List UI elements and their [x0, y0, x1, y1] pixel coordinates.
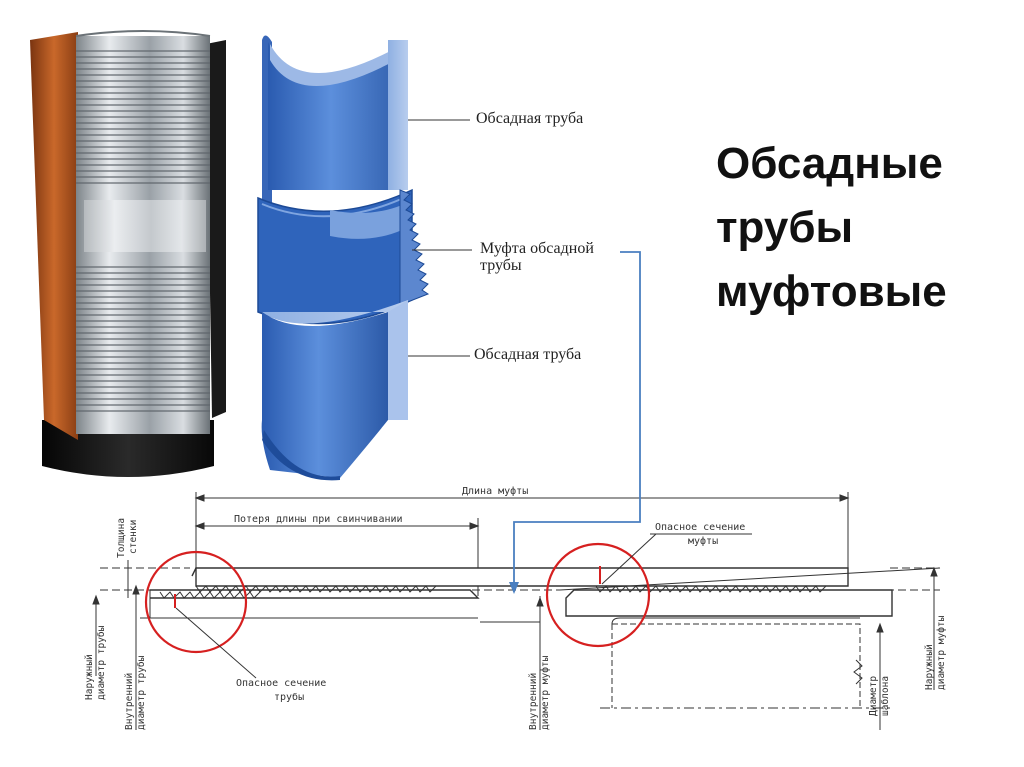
blue-pointer-arrow [509, 251, 641, 594]
label-critical-coupling-2: муфты [688, 535, 718, 547]
slide-title: Обсадные трубы муфтовые [716, 132, 1006, 324]
critical-section-markers [144, 533, 752, 679]
label-drift-1: Диаметр [868, 676, 879, 716]
label-coupling-id-1: Внутренний [528, 673, 539, 730]
callout-casing-bottom: Обсадная труба [474, 346, 582, 363]
label-drift-2: шаблона [880, 676, 891, 716]
callout-leaders [408, 119, 472, 357]
label-critical-pipe-1: Опасное сечение [236, 678, 326, 689]
label-coupling-length: Длина муфты [462, 485, 528, 497]
technical-drawing [92, 492, 941, 730]
label-pipe-od-1: Наружный [84, 654, 95, 700]
label-pipe-id-1: Внутренний [124, 673, 135, 730]
label-wall-thickness-2: стенки [128, 520, 139, 554]
label-pipe-od-2: диаметр трубы [96, 625, 107, 700]
callout-coupling-line2: трубы [480, 257, 522, 274]
label-critical-coupling-1: Опасное сечение [655, 522, 745, 533]
label-critical-pipe-2: трубы [274, 691, 304, 703]
title-line-2: трубы [716, 203, 854, 252]
label-pipe-id-2: диаметр трубы [136, 655, 147, 730]
callout-casing-top: Обсадная труба [476, 110, 584, 127]
label-coupling-id-2: диаметр муфты [540, 655, 551, 730]
label-coupling-od-1: Наружный [924, 644, 935, 690]
drawing-labels: Длина муфты Потеря длины при свинчивании… [84, 485, 947, 730]
callout-coupling-line1: Муфта обсадной [480, 240, 594, 257]
callout-coupling: Муфта обсадной трубы [480, 240, 594, 274]
title-line-1: Обсадные [716, 139, 943, 188]
label-coupling-od-2: диаметр муфты [936, 615, 947, 690]
coupling-cutaway-photo [30, 30, 226, 477]
label-makeup-loss: Потеря длины при свинчивании [234, 514, 403, 525]
title-line-3: муфтовые [716, 267, 947, 316]
label-wall-thickness-1: Толщина [116, 518, 127, 558]
coupling-schematic [257, 35, 430, 481]
